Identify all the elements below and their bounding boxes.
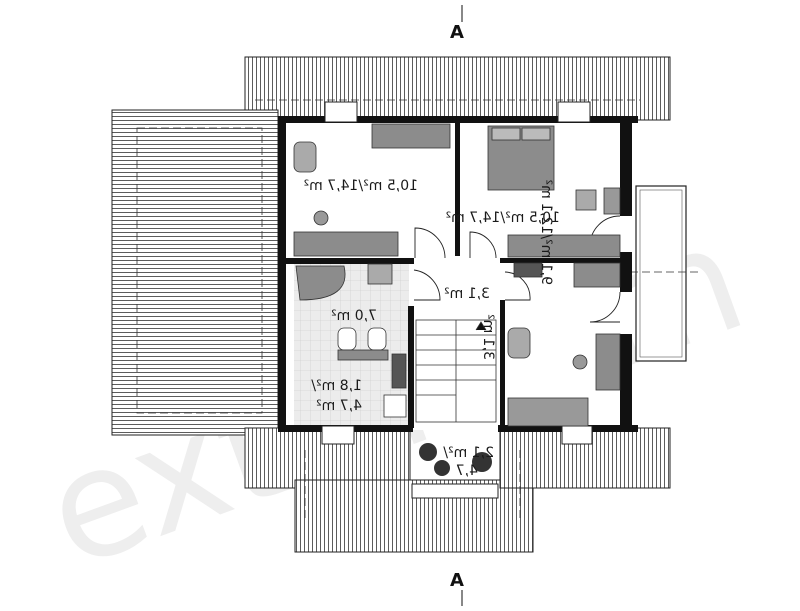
section-mark-bottom: A — [450, 570, 464, 606]
roof-top — [244, 56, 671, 121]
room-area-bedroom-right: 10,5 m²/14,7 m² — [446, 210, 560, 226]
roof-left — [111, 109, 279, 436]
bedroom-right-furniture — [487, 125, 621, 258]
room-area-hall: 3,1 m² — [444, 286, 490, 302]
bathroom-fixtures — [295, 263, 407, 418]
room-area-storage-total: 4,7 m² — [316, 398, 362, 414]
bedroom-left-furniture — [293, 123, 451, 257]
section-mark-top: A — [450, 5, 464, 43]
room-area-loggia-line1: 2,1 m²/ — [443, 445, 494, 461]
room-area-bathroom: 7,0 m² — [331, 308, 377, 324]
windows — [321, 101, 593, 499]
room-area-office: 9,1 m²/12,1 m² — [538, 179, 554, 285]
balcony — [635, 185, 687, 362]
roof-outline-dashed — [136, 99, 640, 520]
room-area-stair-hall: 3,1 m² — [480, 314, 496, 360]
office-furniture — [507, 262, 621, 427]
room-area-storage: 1,8 m²/ — [311, 378, 362, 394]
room-area-loggia-line2: 4,7 — [456, 463, 478, 479]
room-area-bedroom-left: 10,5 m²/14,7 m² — [304, 178, 418, 194]
svg-text:A: A — [450, 22, 464, 43]
plant-icons — [419, 443, 492, 476]
staircase — [415, 319, 497, 423]
svg-text:A: A — [450, 570, 464, 591]
